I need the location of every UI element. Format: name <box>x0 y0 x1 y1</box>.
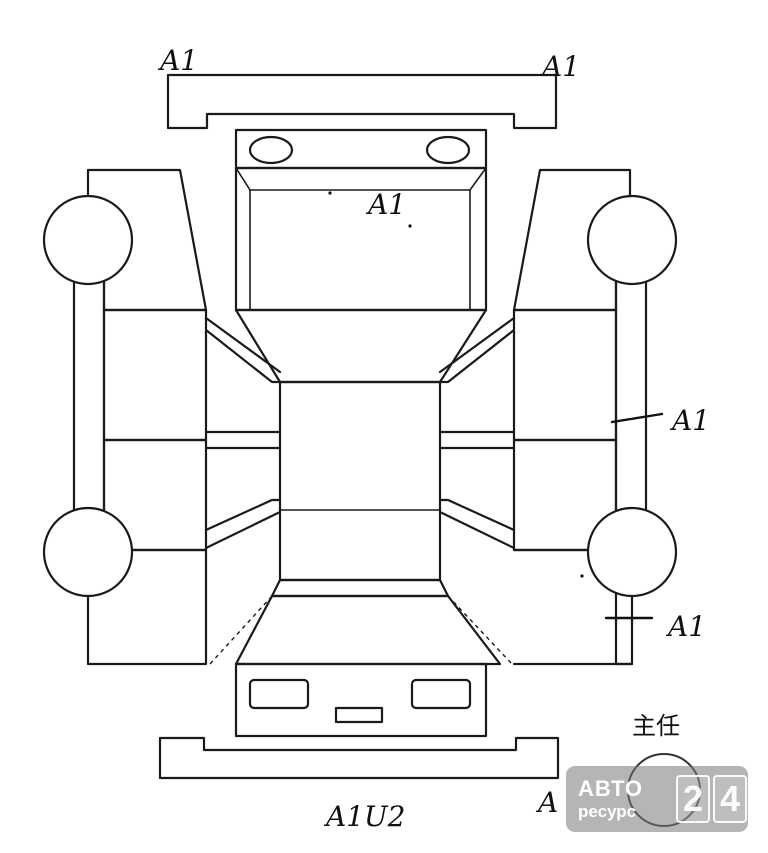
label-rear-bumper: A1U2 <box>323 800 405 833</box>
windshield <box>234 308 488 384</box>
wheel-right-rear <box>586 506 678 598</box>
rear-window <box>270 578 450 598</box>
headlight-left <box>248 135 294 165</box>
wheel-right-front <box>586 194 678 286</box>
left-front-door <box>102 308 208 442</box>
watermark-digit: 4 <box>713 775 747 823</box>
license-plate <box>334 706 384 724</box>
label-hood: A1 <box>365 188 406 221</box>
watermark-digit: 2 <box>676 775 710 823</box>
tail-light-left <box>248 678 310 710</box>
roof <box>278 380 442 582</box>
watermark-logo: АВТО ресурс 2 4 <box>566 766 748 832</box>
watermark-line2: ресурс <box>578 802 637 821</box>
rear-panel <box>234 662 488 738</box>
front-bumper <box>166 73 558 130</box>
left-sill <box>72 268 106 522</box>
label-front-bumper-right: A1 <box>539 50 580 83</box>
watermark-number: 2 4 <box>676 775 747 823</box>
inspector-stamp-text: 主任 <box>632 712 680 740</box>
label-front-bumper-left: A1 <box>157 44 198 77</box>
label-rear-bumper-right: A <box>535 786 558 819</box>
wheel-left-rear <box>42 506 134 598</box>
wheel-left-front <box>42 194 134 286</box>
watermark-text: АВТО ресурс <box>578 776 670 821</box>
watermark-line1: АВТО <box>578 776 643 801</box>
label-right-side-upper: A1 <box>669 404 710 437</box>
right-front-door <box>512 308 618 442</box>
headlight-right <box>425 135 471 165</box>
tail-light-right <box>410 678 472 710</box>
rear-bumper <box>158 736 560 780</box>
label-right-side-lower: A1 <box>665 610 706 643</box>
trunk-lid <box>234 594 502 666</box>
right-sill <box>614 268 648 522</box>
